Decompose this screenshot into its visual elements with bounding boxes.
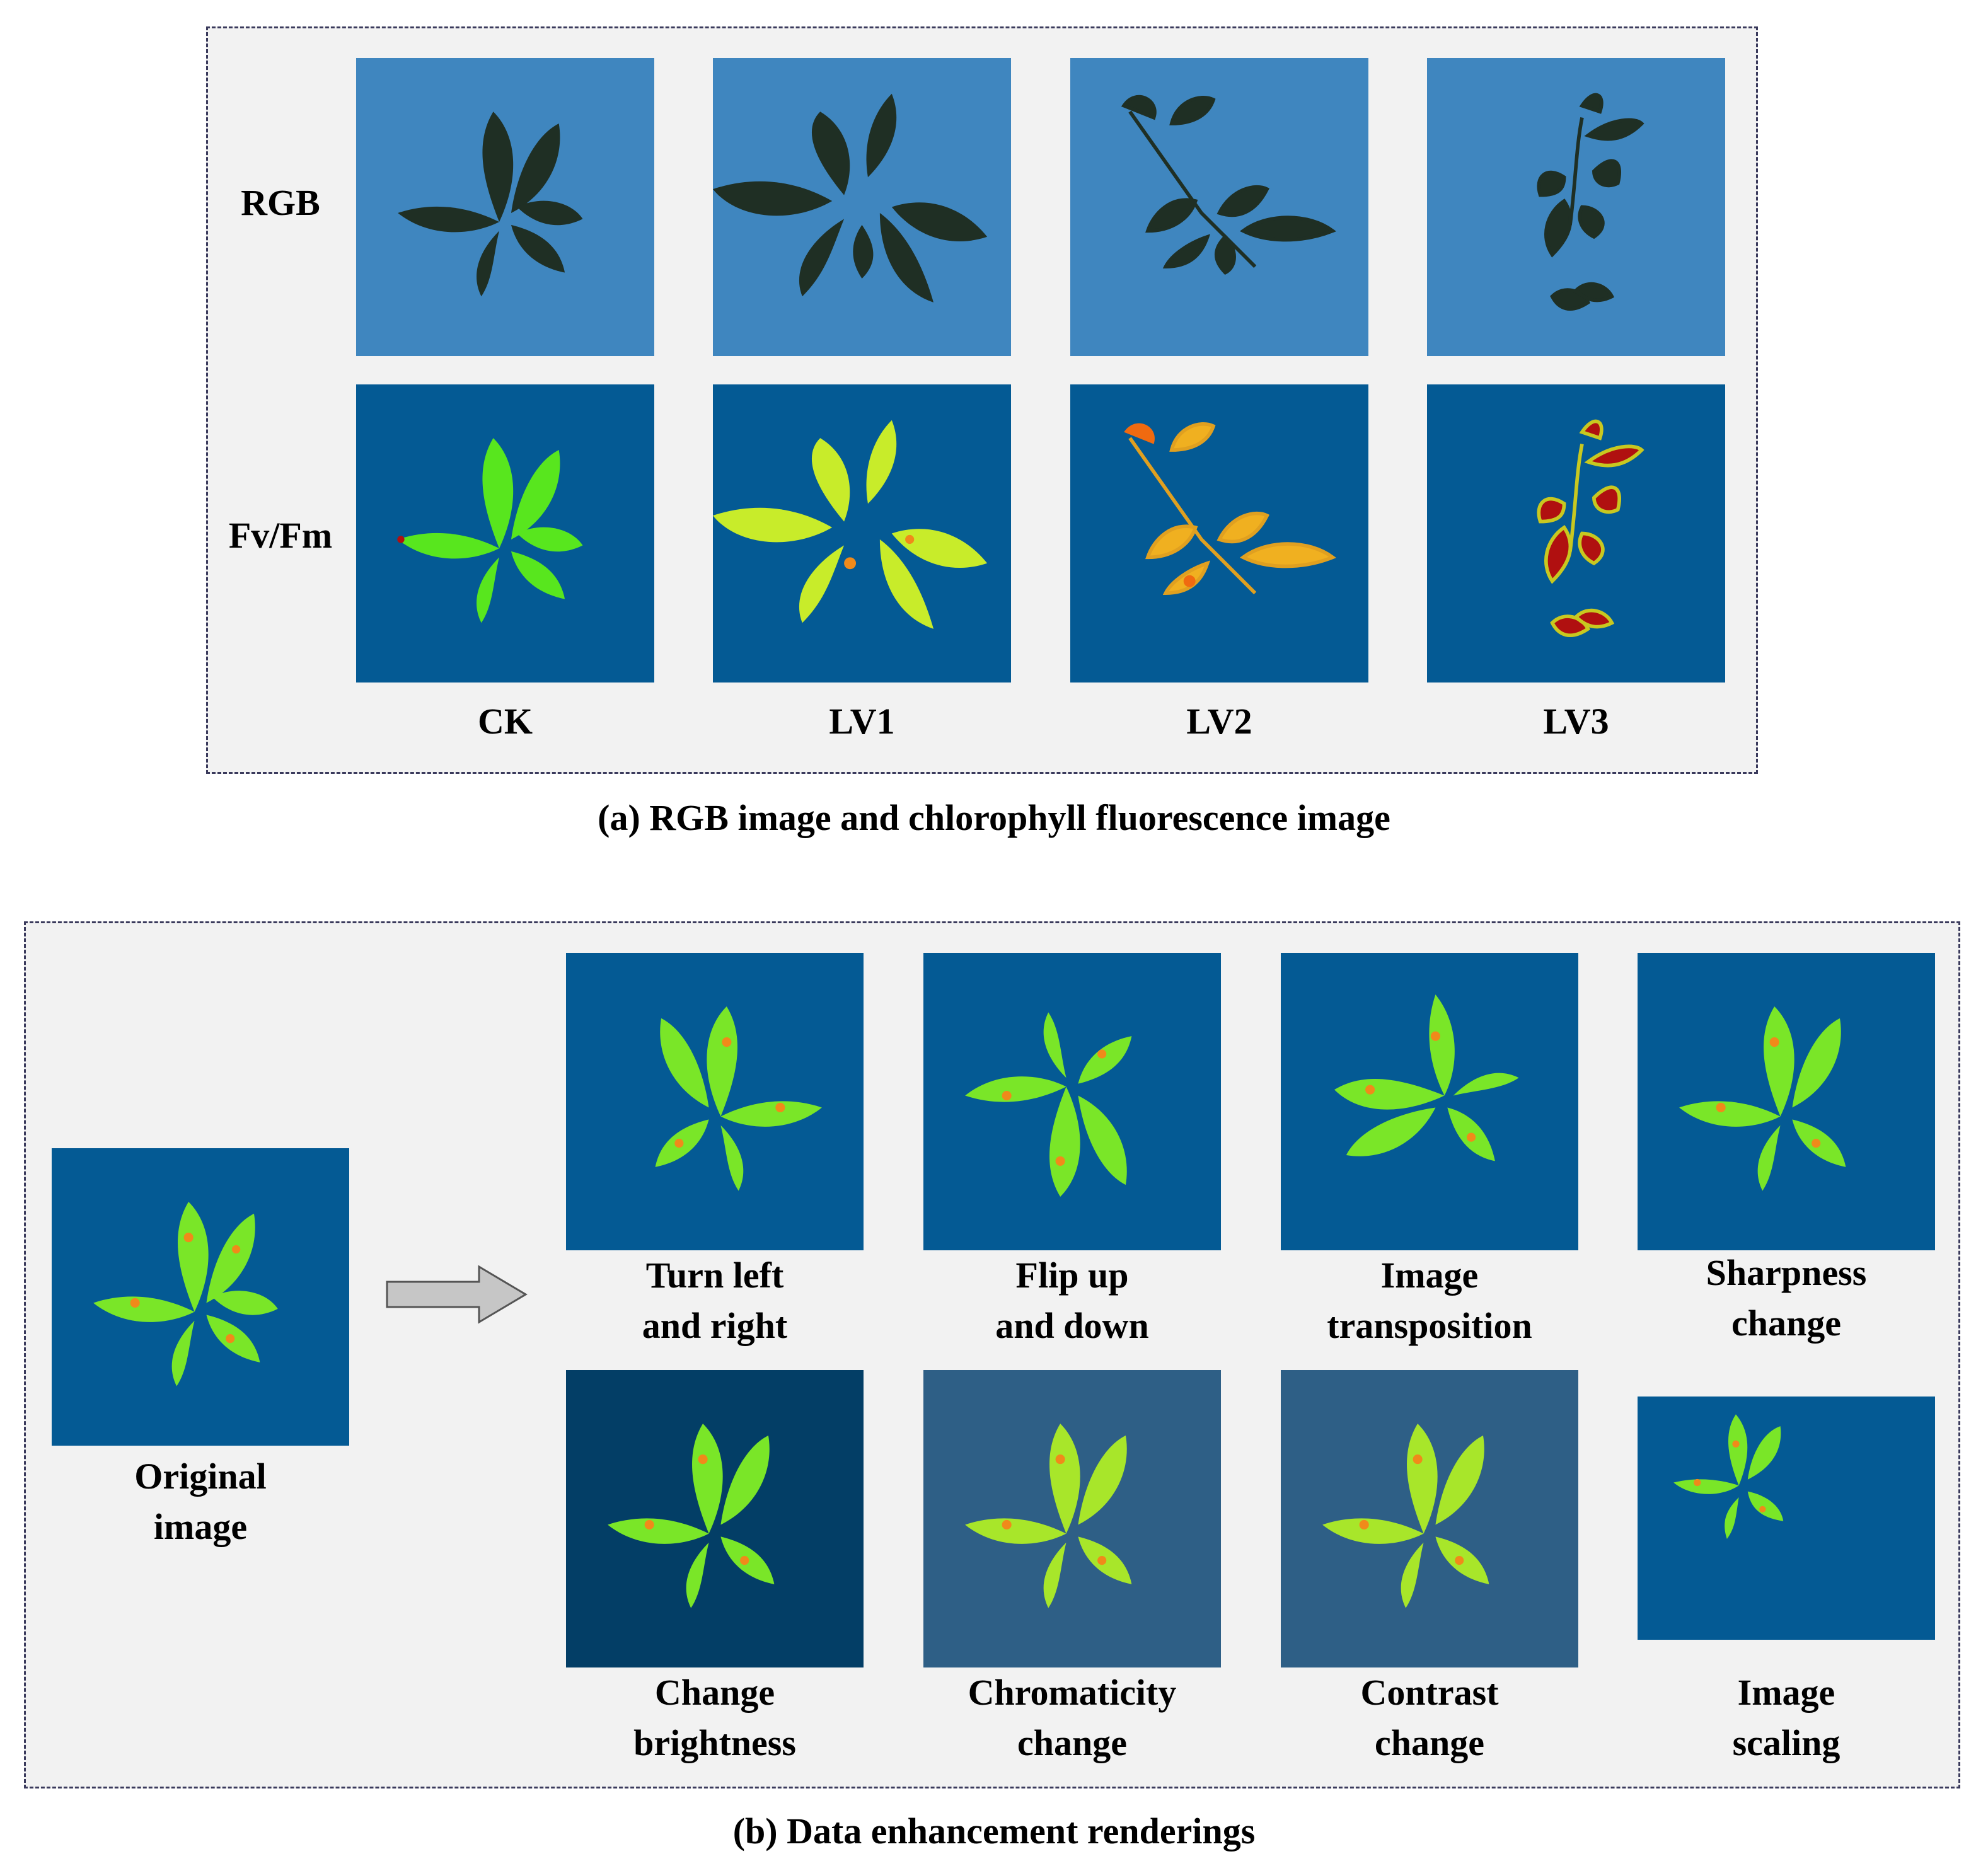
caption-panel-b: (b) Data enhancement renderings (732, 1811, 1256, 1852)
label-flip-up-down-line2: and down (995, 1305, 1149, 1346)
label-sharpness-line2: change (1731, 1303, 1841, 1344)
row-label-rgb: RGB (241, 182, 320, 223)
label-brightness-line1: Change (654, 1672, 775, 1713)
fvfm-image-lv1 (713, 384, 1011, 682)
fvfm-image-ck (356, 384, 654, 682)
label-turn-left-right-line2: and right (642, 1305, 788, 1346)
augmented-image-sharpness (1638, 953, 1935, 1250)
rgb-image-lv3 (1427, 58, 1725, 356)
original-image-label-line2: image (153, 1506, 248, 1547)
label-chromaticity-line2: change (1017, 1722, 1127, 1763)
label-flip-up-down-line1: Flip up (1015, 1255, 1129, 1296)
label-contrast-line1: Contrast (1360, 1672, 1499, 1713)
augmented-image-scaling (1638, 1397, 1935, 1640)
augmented-image-turn-left-right (566, 953, 864, 1250)
column-label-lv3: LV3 (1543, 701, 1609, 742)
fvfm-image-lv3 (1427, 384, 1725, 682)
label-transposition-line1: Image (1380, 1255, 1479, 1296)
column-label-ck: CK (478, 701, 533, 742)
augmented-image-transposition (1281, 953, 1578, 1250)
fvfm-image-lv2 (1070, 384, 1368, 682)
label-scaling-line2: scaling (1732, 1722, 1841, 1763)
label-contrast-line2: change (1375, 1722, 1484, 1763)
column-label-lv1: LV1 (829, 701, 895, 742)
original-image-label-line1: Original (134, 1456, 267, 1497)
label-turn-left-right-line1: Turn left (645, 1255, 784, 1296)
augmented-image-chromaticity (923, 1370, 1221, 1667)
label-brightness-line2: brightness (633, 1722, 796, 1763)
rgb-image-lv1 (713, 58, 1011, 356)
rgb-image-lv2 (1070, 58, 1368, 356)
right-arrow-icon (384, 1264, 529, 1325)
augmented-image-brightness (566, 1370, 864, 1667)
label-chromaticity-line1: Chromaticity (968, 1672, 1177, 1713)
augmented-image-flip-up-down (923, 953, 1221, 1250)
column-label-lv2: LV2 (1186, 701, 1252, 742)
label-transposition-line2: transposition (1327, 1305, 1532, 1346)
augmented-image-contrast (1281, 1370, 1578, 1667)
rgb-image-ck (356, 58, 654, 356)
row-label-fvfm: Fv/Fm (228, 515, 333, 556)
original-image (52, 1148, 349, 1446)
label-scaling-line1: Image (1737, 1672, 1835, 1713)
label-sharpness-line1: Sharpness (1706, 1252, 1867, 1293)
caption-panel-a: (a) RGB image and chlorophyll fluorescen… (598, 797, 1390, 838)
